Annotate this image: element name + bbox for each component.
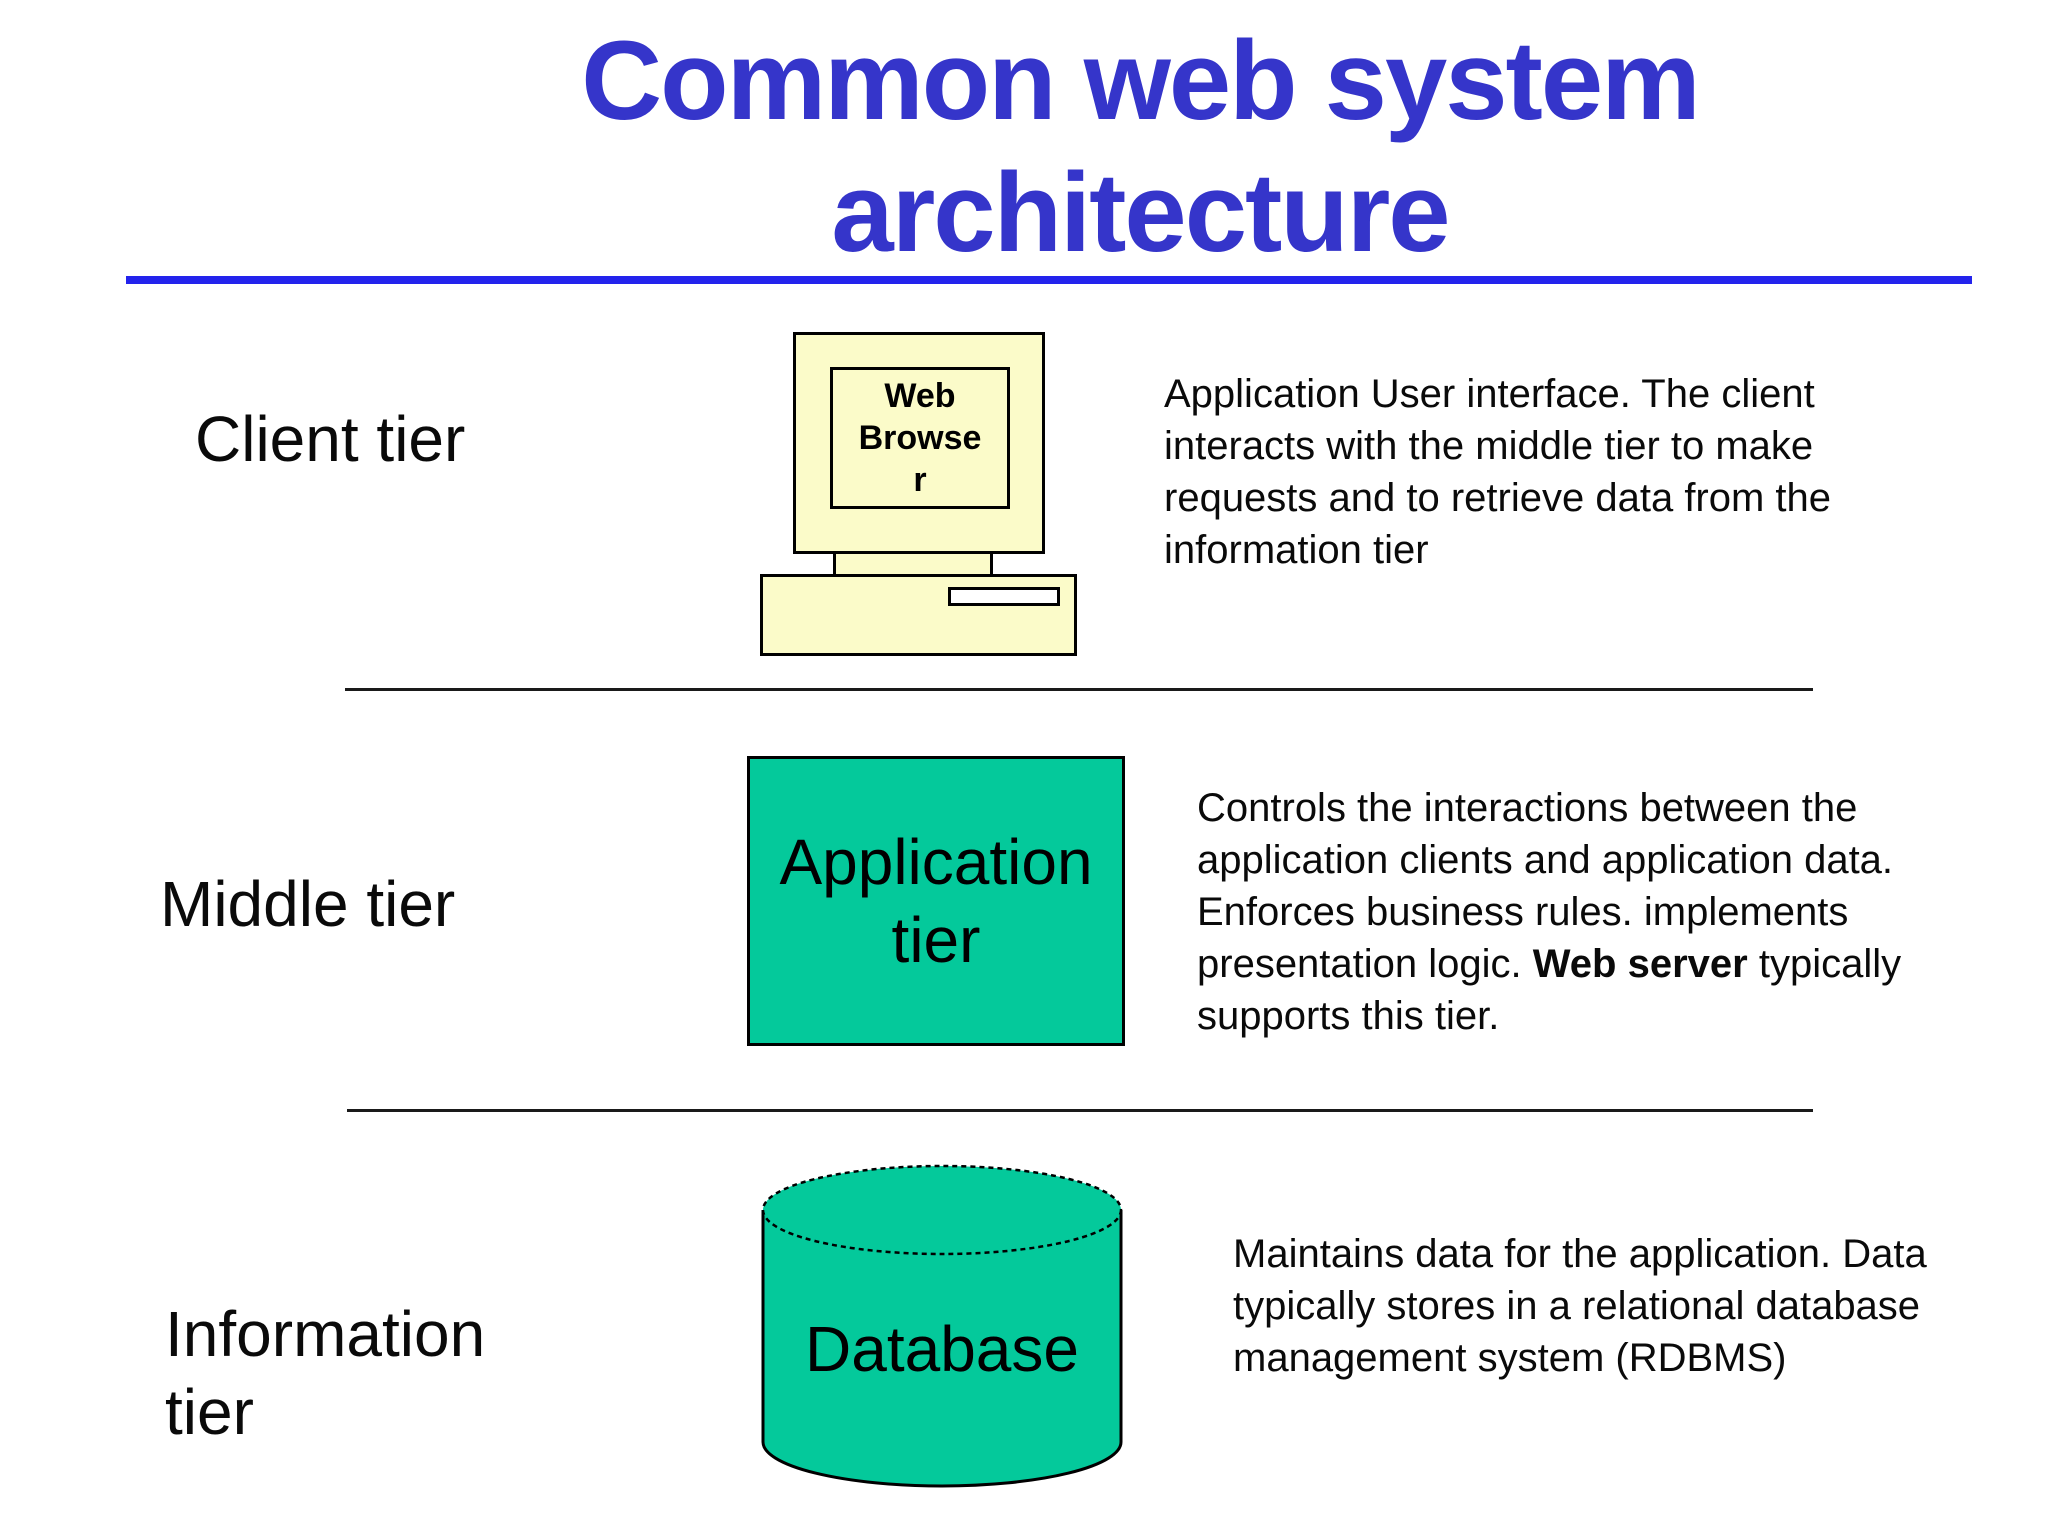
computer-base	[760, 574, 1077, 656]
slide-title: Common web system architecture	[240, 15, 2040, 279]
slide-title-line1: Common web system	[581, 18, 1700, 143]
title-underline	[126, 276, 1972, 284]
middle-tier-description-bold: Web server	[1532, 942, 1748, 986]
monitor-neck	[833, 554, 993, 574]
middle-tier-description-post: typically supports this tier.	[1197, 942, 1913, 1038]
web-browser-label-line3: r	[913, 461, 927, 499]
slide-title-line2: architecture	[831, 150, 1450, 275]
application-tier-box-label-line1: Application	[779, 826, 1093, 898]
database-cylinder-shape	[761, 1164, 1123, 1488]
disk-slot-icon	[948, 587, 1060, 606]
middle-tier-description-pre: Controls the interactions between the ap…	[1197, 786, 1916, 986]
database-label: Database	[805, 1313, 1079, 1385]
client-tier-label: Client tier	[195, 403, 466, 475]
application-tier-box: Application tier	[747, 756, 1125, 1046]
web-browser-label-line2: Browse	[858, 419, 982, 457]
application-tier-box-label-line2: tier	[891, 904, 981, 976]
computer-icon: Web Browse r	[760, 332, 1077, 656]
database-cylinder-icon: Database	[760, 1162, 1124, 1492]
web-browser-label-line1: Web	[884, 377, 956, 415]
middle-tier-label: Middle tier	[160, 868, 456, 940]
information-tier-label: Information tier	[165, 1298, 486, 1448]
information-tier-description: Maintains data for the application. Data…	[1233, 1232, 1938, 1380]
monitor-icon: Web Browse r	[793, 332, 1045, 554]
client-tier-description: Application User interface. The client i…	[1164, 372, 1843, 572]
web-browser-screen: Web Browse r	[830, 367, 1010, 509]
tier-divider-1	[345, 688, 1813, 691]
tier-divider-2	[347, 1109, 1813, 1112]
middle-tier-description: Controls the interactions between the ap…	[1197, 782, 2022, 1042]
